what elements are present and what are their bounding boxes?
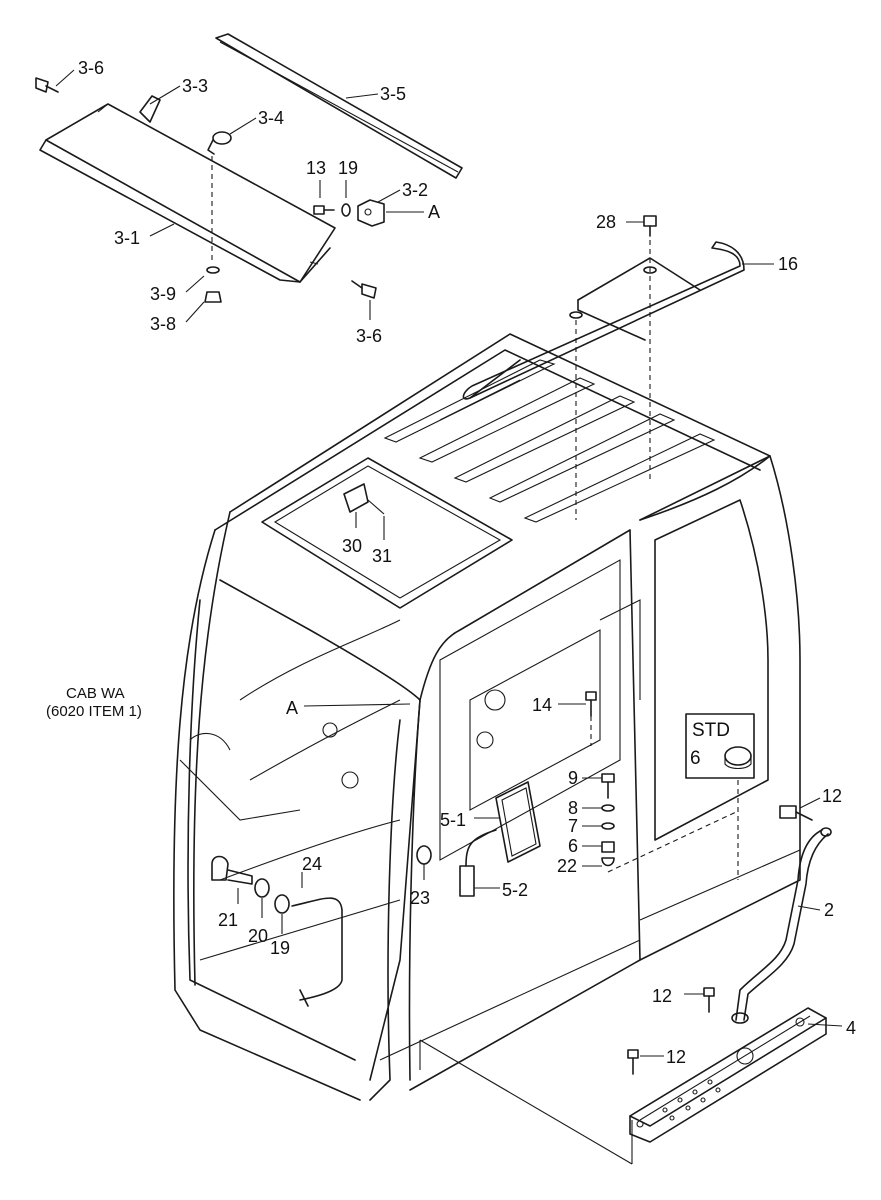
callout-23: 23: [410, 888, 430, 908]
callout-12-middle: 12: [652, 986, 672, 1006]
callout-31: 31: [372, 546, 392, 566]
callout-21: 21: [218, 910, 238, 930]
mirror-5-1: [459, 781, 541, 897]
callout-12-right: 12: [822, 786, 842, 806]
callout-24: 24: [302, 854, 322, 874]
stay-2: [731, 805, 832, 1024]
callout-3-5: 3-5: [380, 84, 406, 104]
roof-cover-part: [39, 103, 336, 283]
callout-6: 6: [568, 836, 578, 856]
bracket-3-2: [313, 199, 385, 227]
weatherstrip-3-5: [215, 33, 463, 179]
cab-note-line1: CAB WA: [66, 685, 125, 702]
callout-20: 20: [248, 926, 268, 946]
callout-8: 8: [568, 798, 578, 818]
callout-5-2: 5-2: [502, 880, 528, 900]
handrail-16: [462, 215, 745, 520]
callout-3-2: 3-2: [402, 180, 428, 200]
callout-13: 13: [306, 158, 326, 178]
leader-lines: [55, 69, 843, 1057]
cab-note-line2: (6020 ITEM 1): [46, 703, 142, 720]
callout-9: 9: [568, 768, 578, 788]
callout-4: 4: [846, 1018, 856, 1038]
std-box-title: STD: [692, 720, 730, 741]
callout-3-8: 3-8: [150, 314, 176, 334]
std-inset-box: [685, 713, 755, 880]
callout-19-bottom: 19: [270, 938, 290, 958]
callout-3-9: 3-9: [150, 284, 176, 304]
callout-5-1: 5-1: [440, 810, 466, 830]
callout-3-1: 3-1: [114, 228, 140, 248]
bracket-3-3: [139, 95, 161, 123]
part-callouts: 3-6 3-3 3-5 3-4 13 19 3-2 A 3-1 3-9 3-8 …: [46, 58, 856, 1067]
callout-3-6-top: 3-6: [78, 58, 104, 78]
step-plate-4: [419, 987, 827, 1165]
grab-handle-24: [211, 855, 343, 1007]
std-box-callout-6: 6: [690, 748, 701, 769]
callout-2: 2: [824, 900, 834, 920]
callout-7: 7: [568, 816, 578, 836]
callout-28: 28: [596, 212, 616, 232]
callout-19-top: 19: [338, 158, 358, 178]
washer-23: [416, 845, 432, 865]
callout-22: 22: [557, 856, 577, 876]
callout-16: 16: [778, 254, 798, 274]
callout-a-mid: A: [286, 698, 298, 718]
callout-14: 14: [532, 695, 552, 715]
callout-a-top: A: [428, 202, 440, 222]
callout-30: 30: [342, 536, 362, 556]
clip-3-4: [204, 131, 232, 303]
label-plate-30: [343, 483, 385, 515]
callout-3-3: 3-3: [182, 76, 208, 96]
callout-12-bottom: 12: [666, 1047, 686, 1067]
callout-3-6-bottom: 3-6: [356, 326, 382, 346]
callout-3-4: 3-4: [258, 108, 284, 128]
cab-frame: [173, 333, 801, 1101]
bolt-3-6: [35, 77, 377, 299]
fastener-stack: [585, 691, 737, 873]
